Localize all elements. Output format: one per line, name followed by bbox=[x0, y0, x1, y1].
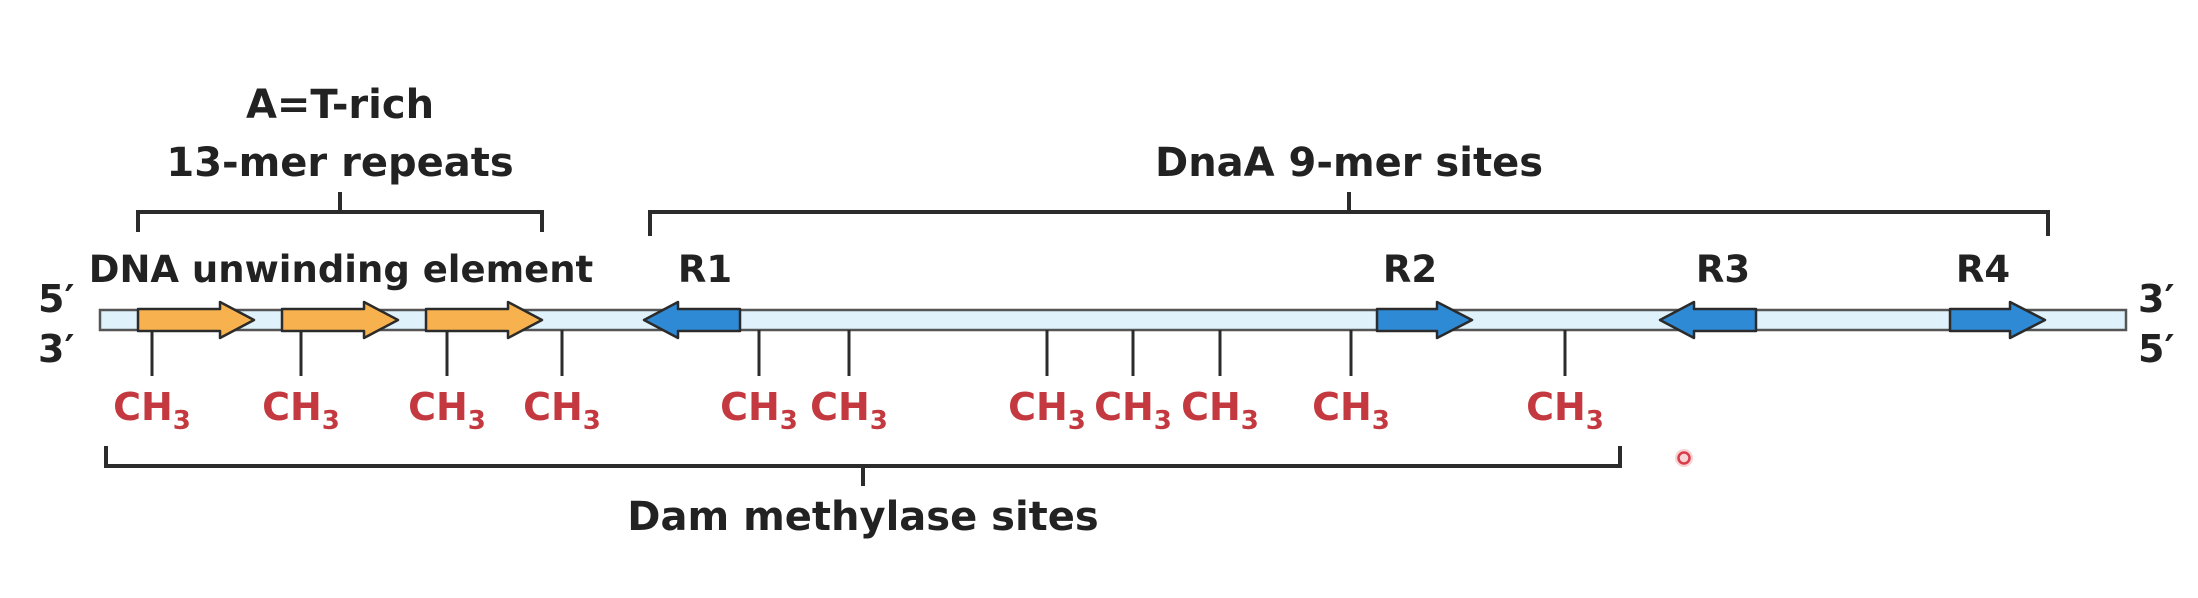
thirteen-mer-arrow-icon bbox=[136, 300, 256, 340]
methyl-label: CH3 bbox=[1008, 385, 1086, 436]
dnaa-box-r2-right-arrow-icon bbox=[1375, 300, 1474, 340]
cursor-marker-icon bbox=[1675, 449, 1693, 467]
strand-end-bottom-right: 5′ bbox=[2138, 327, 2174, 371]
dnaa-box-arrows bbox=[642, 300, 2047, 340]
strand-end-top-left: 5′ bbox=[38, 277, 74, 321]
dnaa-box-r3-left-arrow-icon bbox=[1658, 300, 1758, 340]
at-rich-bracket bbox=[136, 192, 544, 232]
methyl-label: CH3 bbox=[262, 385, 340, 436]
methyl-label: CH3 bbox=[408, 385, 486, 436]
methyl-label: CH3 bbox=[1526, 385, 1604, 436]
dam-methylase-label: Dam methylase sites bbox=[627, 494, 1098, 540]
thirteen-mer-arrow-icon bbox=[424, 300, 544, 340]
dnaa-sites-bracket bbox=[648, 192, 2050, 236]
methyl-label: CH3 bbox=[810, 385, 888, 436]
dnaa-box-label-r3: R3 bbox=[1696, 248, 1750, 291]
dnaa-box-r1-left-arrow-icon bbox=[642, 300, 742, 340]
dnaa-sites-label: DnaA 9-mer sites bbox=[1155, 140, 1543, 186]
methyl-label: CH3 bbox=[523, 385, 601, 436]
methyl-label: CH3 bbox=[720, 385, 798, 436]
methyl-label: CH3 bbox=[1094, 385, 1172, 436]
dnaa-box-r4-right-arrow-icon bbox=[1948, 300, 2047, 340]
at-rich-label-line2: 13-mer repeats bbox=[166, 140, 513, 186]
dnaa-box-label-r4: R4 bbox=[1956, 248, 2010, 291]
at-rich-label-line1: A=T-rich bbox=[246, 82, 434, 128]
thirteen-mer-arrows bbox=[136, 300, 544, 340]
methyl-label: CH3 bbox=[1181, 385, 1259, 436]
dnaa-box-label-r2: R2 bbox=[1383, 248, 1437, 291]
strand-end-bottom-left: 3′ bbox=[38, 327, 74, 371]
unwinding-element-label: DNA unwinding element bbox=[89, 248, 594, 291]
methyl-label: CH3 bbox=[1312, 385, 1390, 436]
thirteen-mer-arrow-icon bbox=[280, 300, 400, 340]
dnaa-box-label-r1: R1 bbox=[678, 248, 732, 291]
dam-methylase-bracket bbox=[104, 446, 1622, 486]
methyl-label: CH3 bbox=[113, 385, 191, 436]
strand-end-top-right: 3′ bbox=[2138, 277, 2174, 321]
dna-strand bbox=[98, 308, 2128, 332]
methyl-labels: CH3 CH3 CH3 CH3 CH3 CH3 CH3 CH3 CH3 CH3 … bbox=[113, 385, 1604, 436]
methyl-tick-group bbox=[150, 330, 1567, 376]
